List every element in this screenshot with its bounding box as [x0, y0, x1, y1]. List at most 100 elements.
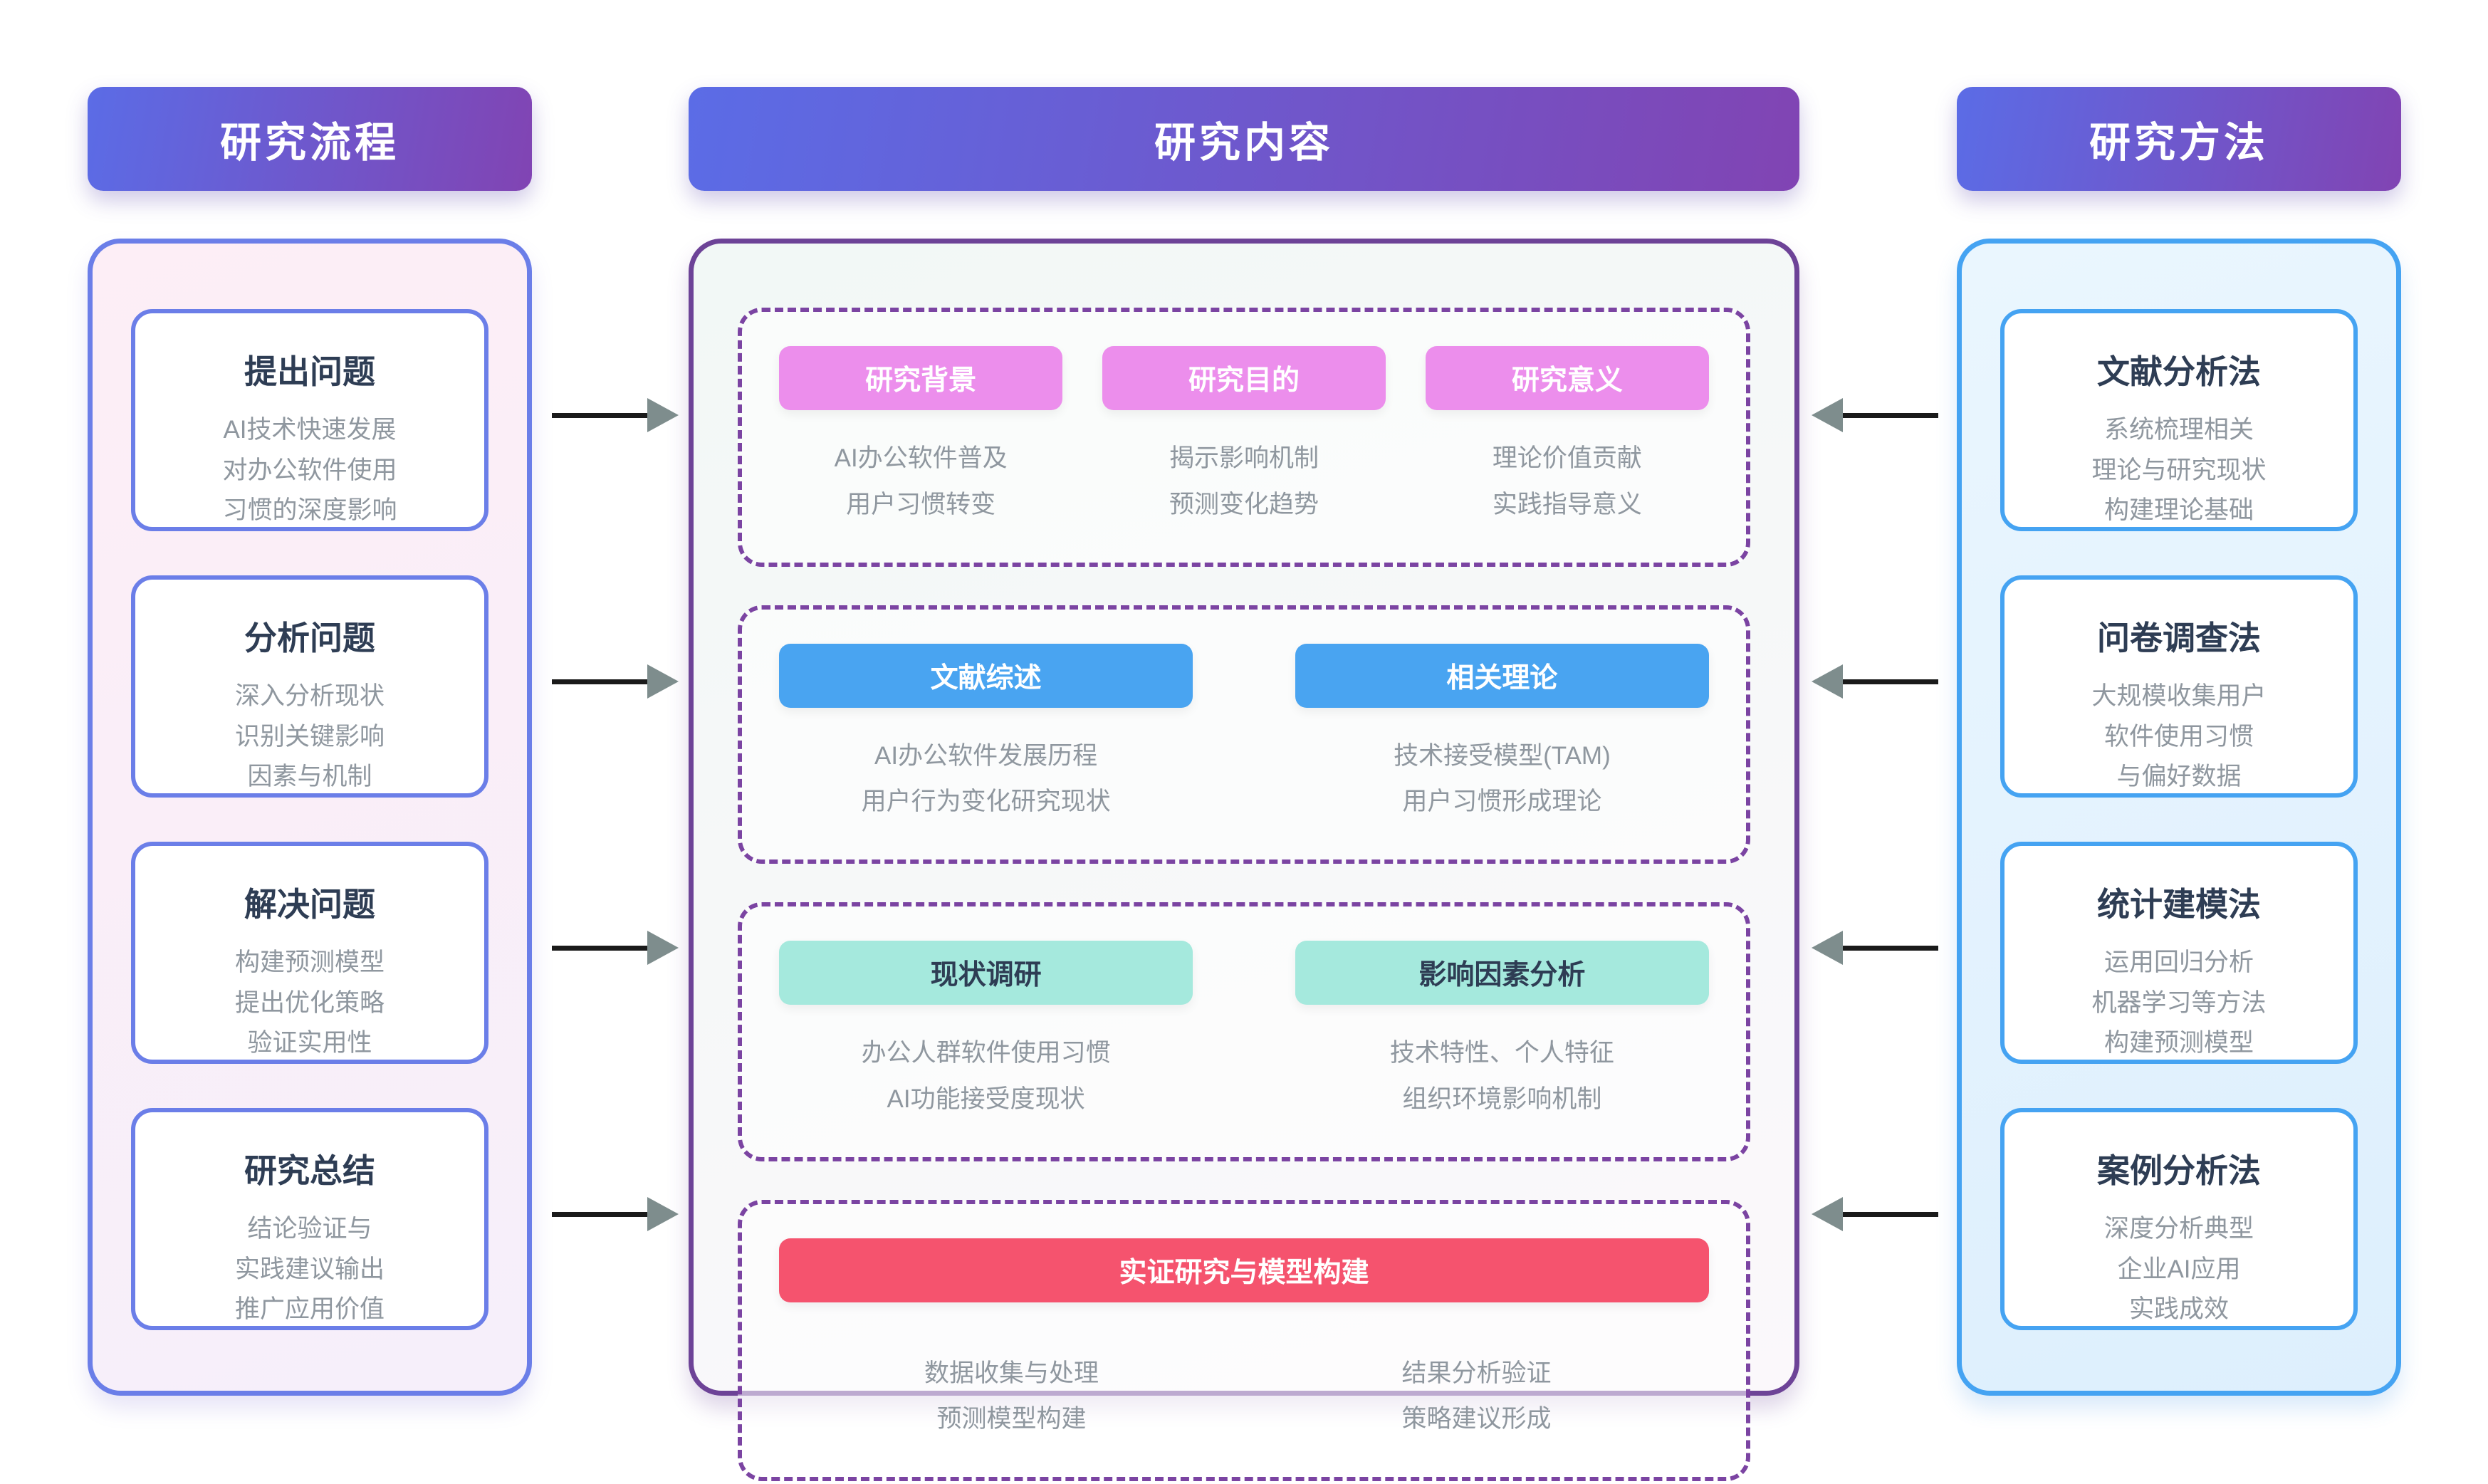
method-to-content-arrow-4 [1812, 1197, 1938, 1231]
card-lines: 大规模收集用户软件使用习惯与偏好数据 [2017, 676, 2341, 798]
card-title: 文献分析法 [2097, 353, 2261, 390]
method-card-statistical-modeling-method: 统计建模法运用回归分析机器学习等方法构建预测模型 [2000, 842, 2358, 1064]
cell-lines: AI办公软件发展历程用户行为变化研究现状 [862, 733, 1111, 826]
research-significance-pill: 研究意义 [1425, 346, 1709, 410]
card-line: 因素与机制 [247, 763, 372, 791]
cell-line: 技术接受模型(TAM) [1394, 741, 1611, 770]
card-line: 识别关键影响 [234, 722, 385, 751]
arrow-shaft [1843, 1211, 1938, 1217]
card-lines: 系统梳理相关理论与研究现状构建理论基础 [2017, 410, 2341, 531]
card-title: 解决问题 [244, 886, 375, 923]
arrow-shaft [1843, 679, 1938, 684]
card-lines: 构建预测模型提出优化策略验证实用性 [148, 943, 471, 1064]
card-line: 实践建议输出 [234, 1255, 385, 1283]
cell-line: 实践指导意义 [1492, 490, 1642, 518]
content-cell: 研究意义理论价值贡献实践指导意义 [1425, 346, 1709, 528]
card-line: 构建理论基础 [2103, 496, 2254, 525]
cell-lines: 理论价值贡献实践指导意义 [1493, 436, 1642, 528]
red-column-2: 结果分析验证策略建议形成 [1244, 1351, 1709, 1443]
arrow-shaft [1843, 945, 1938, 951]
card-line: 实践成效 [2128, 1295, 2229, 1324]
arrowhead-left-icon [1812, 398, 1843, 432]
card-line: 深度分析典型 [2103, 1215, 2254, 1243]
card-title: 案例分析法 [2097, 1152, 2261, 1189]
card-line: 软件使用习惯 [2103, 722, 2254, 751]
literature-review-pill: 文献综述 [779, 643, 1193, 708]
card-line: 系统梳理相关 [2103, 416, 2254, 444]
card-line: 运用回归分析 [2103, 949, 2254, 976]
card-line: 大规模收集用户 [2091, 682, 2267, 710]
card-line: 构建预测模型 [2103, 1029, 2254, 1057]
process-step-raise-question: 提出问题 AI技术快速发展对办公软件使用习惯的深度影响 [131, 309, 488, 531]
cell-line: 理论价值贡献 [1492, 444, 1642, 472]
card-lines: 结论验证与实践建议输出推广应用价值 [148, 1209, 471, 1330]
card-line: 与偏好数据 [2116, 763, 2242, 791]
arrow-shaft [552, 412, 647, 418]
cell-lines: 揭示影响机制预测变化趋势 [1169, 436, 1319, 528]
card-line: 提出优化策略 [234, 988, 385, 1017]
card-line: 验证实用性 [247, 1029, 372, 1057]
research-background-pill: 研究背景 [779, 346, 1063, 410]
process-step-analyze-question: 分析问题深入分析现状识别关键影响因素与机制 [131, 575, 488, 798]
content-cell: 影响因素分析技术特性、个人特征组织环境影响机制 [1295, 941, 1709, 1123]
content-row-1: 研究背景 AI办公软件普及用户习惯转变 研究目的揭示影响机制预测变化趋势研究意义理论… [738, 308, 1750, 567]
card-line: 对办公软件使用 [222, 456, 397, 484]
cell-line: 用户习惯转变 [846, 490, 996, 518]
card-line: 机器学习等方法 [2091, 988, 2267, 1017]
card-title: 提出问题 [244, 353, 375, 390]
arrowhead-right-icon [647, 664, 679, 699]
content-row-4: 实证研究与模型构建数据收集与处理预测模型构建结果分析验证策略建议形成 [738, 1199, 1750, 1481]
process-panel: 提出问题 AI技术快速发展对办公软件使用习惯的深度影响分析问题深入分析现状识别关键… [88, 239, 532, 1396]
cell-line: 预测模型构建 [936, 1405, 1087, 1433]
method-card-case-analysis-method: 案例分析法深度分析典型企业AI应用实践成效 [2000, 1108, 2358, 1330]
cell-line: AI办公软件发展历程 [874, 741, 1098, 770]
cell-line: 结果分析验证 [1401, 1359, 1552, 1387]
cell-line: 用户行为变化研究现状 [861, 788, 1111, 816]
card-line: 构建预测模型 [234, 949, 385, 976]
cell-line: 用户习惯形成理论 [1402, 788, 1602, 816]
content-cell: 相关理论技术接受模型(TAM)用户习惯形成理论 [1295, 643, 1709, 826]
cell-line: 技术特性、个人特征 [1389, 1039, 1614, 1067]
arrow-shaft [1843, 412, 1938, 418]
method-panel: 文献分析法系统梳理相关理论与研究现状构建理论基础问卷调查法大规模收集用户软件使用… [1957, 239, 2401, 1396]
arrowhead-left-icon [1812, 931, 1843, 965]
card-lines: 深度分析典型企业AI应用实践成效 [2017, 1209, 2341, 1330]
cell-line: 数据收集与处理 [924, 1359, 1099, 1387]
card-line: 理论与研究现状 [2091, 456, 2267, 484]
card-line: AI技术快速发展 [223, 416, 397, 444]
content-panel: 研究背景 AI办公软件普及用户习惯转变 研究目的揭示影响机制预测变化趋势研究意义理论… [689, 239, 1799, 1481]
arrowhead-left-icon [1812, 1197, 1843, 1231]
content-cell: 研究背景 AI办公软件普及用户习惯转变 [779, 346, 1063, 528]
cell-line: 揭示影响机制 [1169, 444, 1319, 472]
cell-lines: 技术接受模型(TAM) 用户习惯形成理论 [1394, 733, 1611, 826]
cell-line: 组织环境影响机制 [1402, 1085, 1602, 1113]
card-title: 研究总结 [244, 1152, 375, 1189]
process-step-solve-question: 解决问题构建预测模型提出优化策略验证实用性 [131, 842, 488, 1064]
cell-line: 策略建议形成 [1401, 1405, 1552, 1433]
cell-line: AI办公软件普及 [834, 444, 1008, 472]
current-status-survey-pill: 现状调研 [779, 941, 1193, 1005]
red-columns: 数据收集与处理预测模型构建结果分析验证策略建议形成 [779, 1325, 1709, 1443]
card-line: 深入分析现状 [234, 682, 385, 710]
content-column-header: 研究内容 [689, 87, 1799, 191]
card-line: 企业AI应用 [2117, 1255, 2241, 1283]
method-to-content-arrow-2 [1812, 664, 1938, 699]
card-line: 推广应用价值 [234, 1295, 385, 1324]
content-cell: 研究目的揭示影响机制预测变化趋势 [1102, 346, 1386, 528]
arrowhead-right-icon [647, 931, 679, 965]
card-line: 习惯的深度影响 [222, 496, 397, 525]
card-lines: 深入分析现状识别关键影响因素与机制 [148, 676, 471, 798]
process-column-header: 研究流程 [88, 87, 532, 191]
influencing-factors-analysis-pill: 影响因素分析 [1295, 941, 1709, 1005]
empirical-research-model-building-pill: 实证研究与模型构建 [779, 1238, 1709, 1302]
card-lines: 运用回归分析机器学习等方法构建预测模型 [2017, 943, 2341, 1064]
red-column-1: 数据收集与处理预测模型构建 [779, 1351, 1244, 1443]
card-title: 问卷调查法 [2097, 620, 2261, 657]
arrowhead-left-icon [1812, 664, 1843, 699]
card-line: 结论验证与 [247, 1215, 372, 1243]
process-step-research-summary: 研究总结结论验证与实践建议输出推广应用价值 [131, 1108, 488, 1330]
cell-line: 办公人群软件使用习惯 [861, 1039, 1111, 1067]
